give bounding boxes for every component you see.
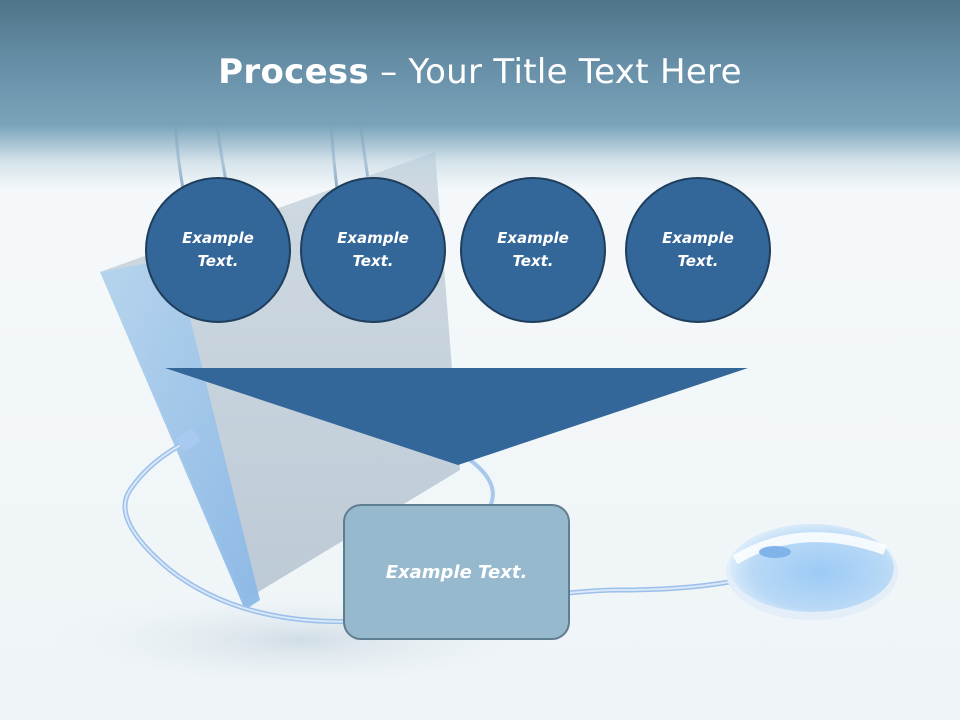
process-step-1-label: Example Text. [182,229,254,270]
process-step-3: Example Text. [460,177,606,323]
process-step-2-label: Example Text. [337,229,409,270]
title-bar [0,0,960,190]
slide-title-rest: – Your Title Text Here [369,52,742,92]
process-step-1: Example Text. [145,177,291,323]
result-box: Example Text. [343,504,570,640]
down-arrow-shape [165,368,748,465]
process-step-4: Example Text. [625,177,771,323]
process-step-3-label: Example Text. [497,229,569,270]
process-step-2: Example Text. [300,177,446,323]
process-step-4-label: Example Text. [662,229,734,270]
result-box-label: Example Text. [385,561,528,583]
slide-title: Process – Your Title Text Here [0,52,960,92]
slide-title-bold: Process [218,52,370,92]
